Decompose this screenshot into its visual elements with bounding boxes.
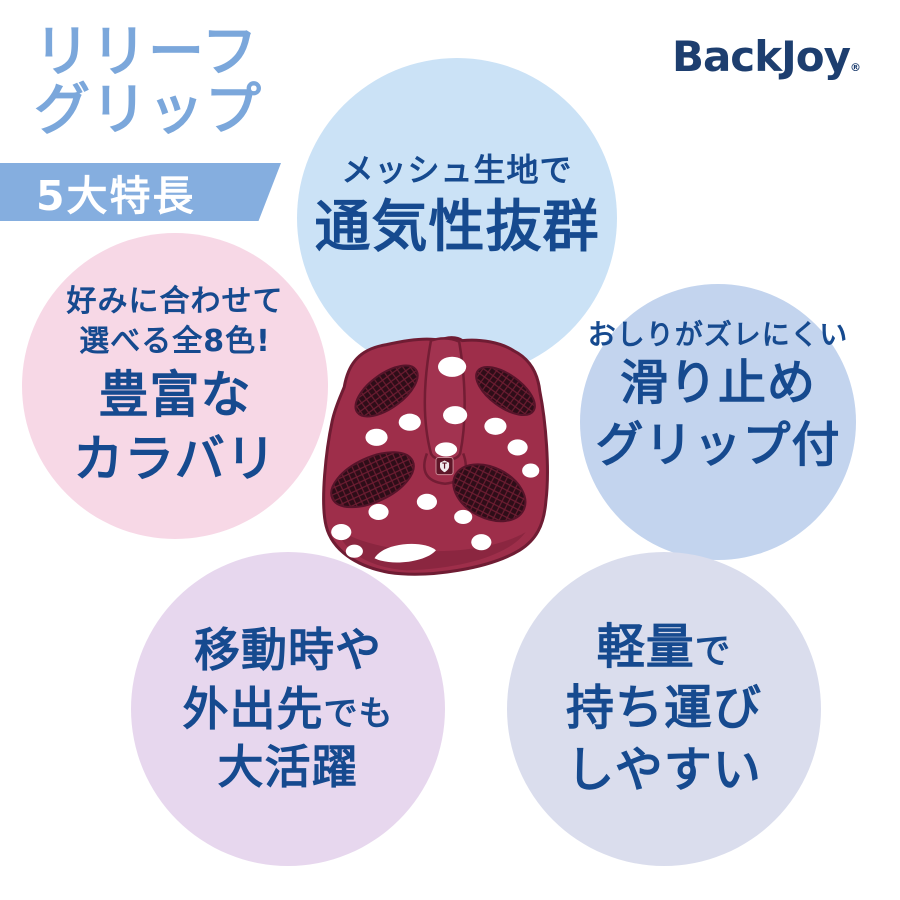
feature-headline: 滑り止め: [619, 355, 816, 412]
feature-headline: 軽量で: [566, 617, 762, 678]
feature-headline: 外出先でも: [182, 680, 393, 739]
feature-bubble-text: 移動時や 外出先でも 大活躍: [182, 621, 393, 798]
mesh-panel-upper-right: [475, 365, 536, 416]
feature-bubble-text: 軽量で 持ち運び しやすい: [566, 617, 762, 801]
feature-bubble-lightweight: 軽量で 持ち運び しやすい: [507, 552, 821, 866]
feature-bubble-text: おしりがズレにくい 滑り止め グリップ付: [588, 316, 848, 477]
product-image-seat-cushion: [322, 336, 549, 576]
mesh-panel-lower-left: [330, 451, 415, 509]
page-title-line1: リリーフ: [34, 20, 259, 85]
feature-bubble-text: 好みに合わせて 選べる全8色! 豊富な カラバリ: [67, 282, 284, 491]
handle-opening: [374, 543, 436, 563]
five-features-ribbon: 5大特長: [0, 163, 281, 221]
feature-headline: 移動時や: [194, 622, 382, 677]
feature-headline: グリップ付: [595, 416, 841, 473]
feature-bubble-non-slip-grip: おしりがズレにくい 滑り止め グリップ付: [580, 284, 856, 560]
brand-logo: BackJoy®: [671, 32, 861, 81]
registered-mark: ®: [850, 61, 861, 74]
page-title-line2: グリップ: [34, 78, 262, 144]
ventilation-holes: [331, 356, 540, 558]
feature-subtext: メッシュ生地で: [341, 150, 573, 189]
feature-headline-main: 外出先: [182, 681, 324, 736]
feature-subtext: おしりがズレにくい: [587, 317, 849, 351]
feature-headline: 通気性抜群: [314, 194, 600, 260]
feature-bubble-breathability: メッシュ生地で 通気性抜群: [297, 58, 617, 378]
mesh-panel-upper-left: [354, 364, 419, 418]
feature-headline: 大活躍: [217, 740, 359, 795]
page-title: リリーフ グリップ: [34, 20, 262, 144]
cushion-spine: [423, 337, 466, 462]
feature-headline-particle: でも: [323, 693, 394, 734]
feature-bubble-color-variations: 好みに合わせて 選べる全8色! 豊富な カラバリ: [22, 233, 328, 539]
feature-bubble-travel-use: 移動時や 外出先でも 大活躍: [131, 552, 445, 866]
feature-subtext: 好みに合わせて: [66, 283, 284, 319]
brand-logo-text: BackJoy: [671, 32, 851, 81]
feature-headline: カラバリ: [73, 429, 277, 488]
feature-headline-particle: で: [694, 630, 732, 672]
feature-subtext: 選べる全8色!: [79, 324, 271, 359]
feature-headline: しやすい: [566, 741, 762, 798]
feature-headline-main: 軽量: [596, 618, 695, 675]
mesh-panel-lower-right: [452, 463, 527, 523]
feature-headline: 持ち運び: [565, 680, 762, 737]
feature-headline: 豊富な: [98, 365, 252, 424]
five-features-ribbon-label: 5大特長: [36, 172, 196, 220]
backjoy-shield-icon: [435, 457, 454, 476]
feature-bubble-text: メッシュ生地で 通気性抜群: [315, 149, 600, 264]
